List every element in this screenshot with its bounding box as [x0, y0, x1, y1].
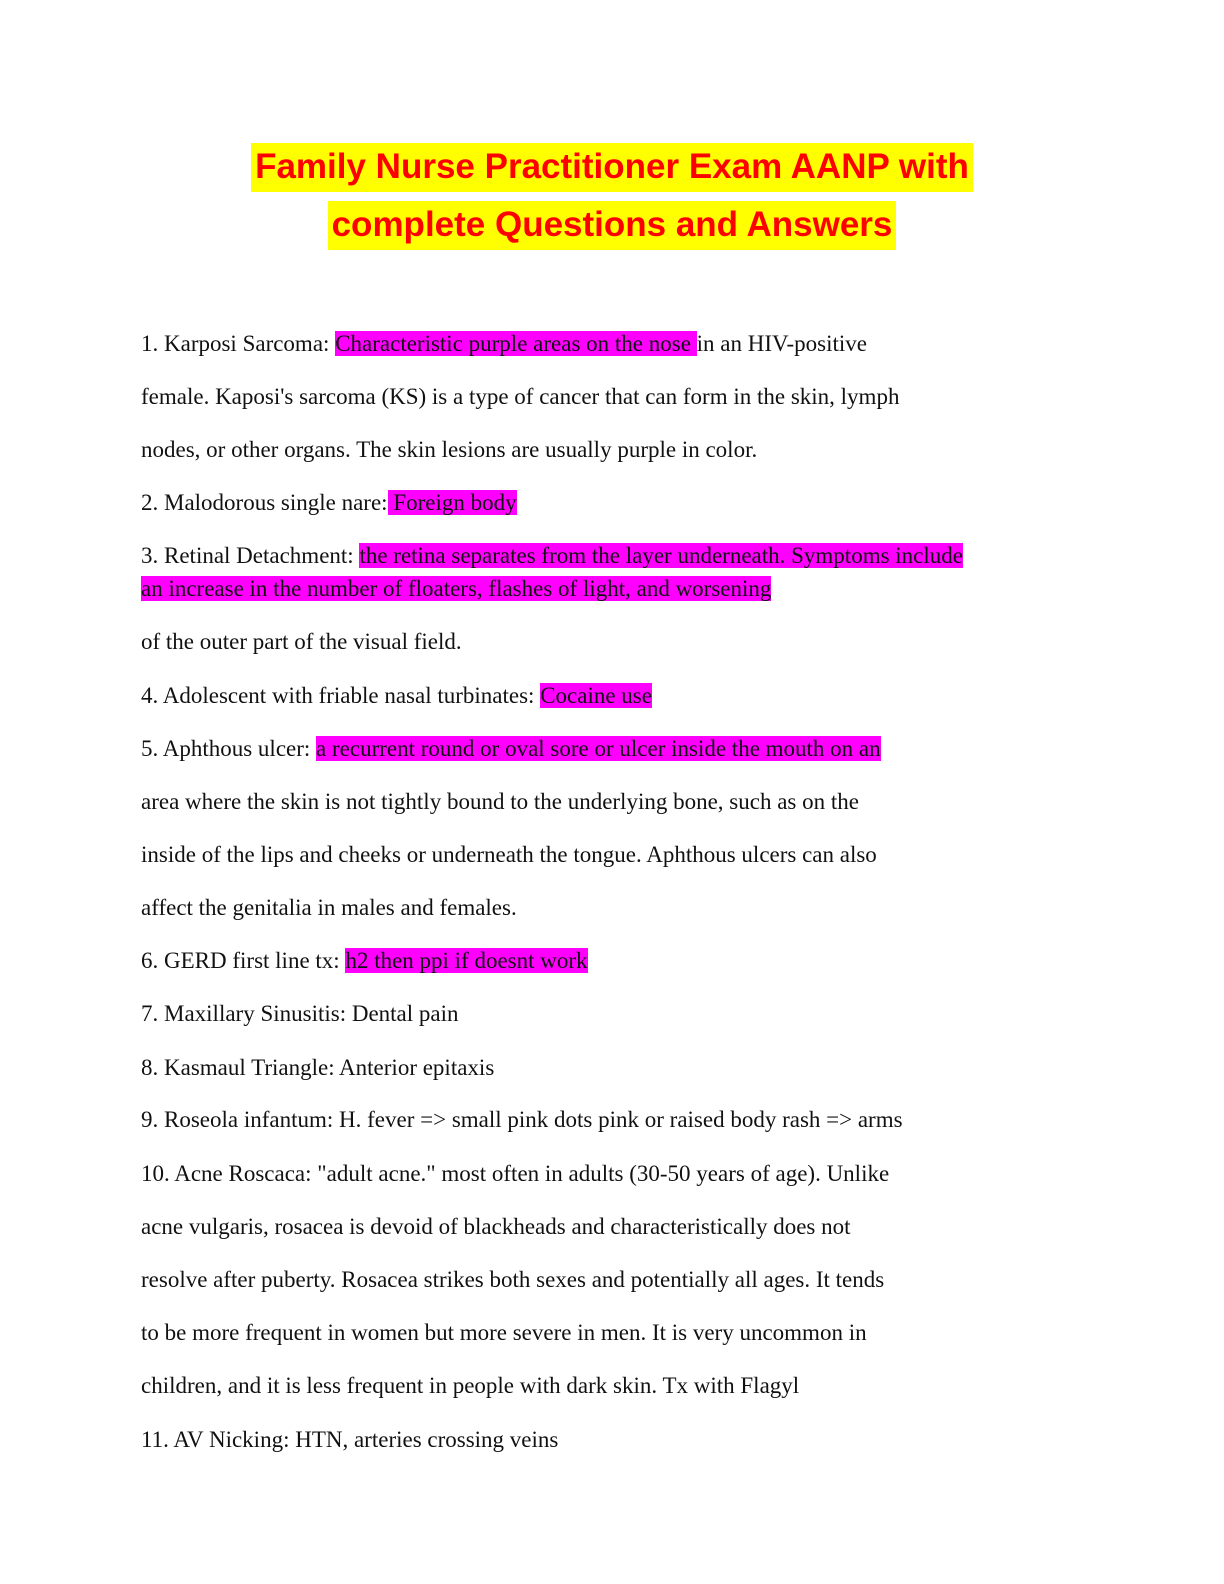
- text-line-12: affect the genitalia in males and female…: [141, 895, 517, 920]
- text-line-18: acne vulgaris, rosacea is devoid of blac…: [141, 1214, 851, 1239]
- answer-highlight: an increase in the number of floaters, f…: [141, 576, 772, 601]
- text-line-10: area where the skin is not tightly bound…: [141, 789, 859, 814]
- text-line-16: 9. Roseola infantum: H. fever => small p…: [141, 1107, 903, 1132]
- answer-highlight: a recurrent round or oval sore or ulcer …: [316, 736, 881, 761]
- text-line-17: 10. Acne Roscaca: "adult acne." most oft…: [141, 1161, 890, 1186]
- text-line-6: an increase in the number of floaters, f…: [141, 574, 772, 604]
- title-line-1: Family Nurse Practitioner Exam AANP with: [251, 143, 973, 192]
- text-line-9: 5. Aphthous ulcer: a recurrent round or …: [141, 736, 881, 761]
- answer-highlight: Cocaine use: [540, 683, 652, 708]
- text-line-14: 7. Maxillary Sinusitis: Dental pain: [141, 1001, 459, 1026]
- text-line-20: to be more frequent in women but more se…: [141, 1320, 867, 1345]
- text-line-21: children, and it is less frequent in peo…: [141, 1373, 800, 1398]
- text-line-15: 8. Kasmaul Triangle: Anterior epitaxis: [141, 1055, 495, 1080]
- text-line-8: 4. Adolescent with friable nasal turbina…: [141, 683, 652, 708]
- title-line-2: complete Questions and Answers: [327, 201, 897, 250]
- text-line-2: female. Kaposi's sarcoma (KS) is a type …: [141, 384, 900, 409]
- text-line-4: 2. Malodorous single nare: Foreign body: [141, 490, 517, 515]
- text-line-22: 11. AV Nicking: HTN, arteries crossing v…: [141, 1427, 559, 1452]
- text-line-1: 1. Karposi Sarcoma: Characteristic purpl…: [141, 331, 868, 356]
- answer-highlight: Foreign body: [387, 490, 517, 515]
- text-line-19: resolve after puberty. Rosacea strikes b…: [141, 1267, 885, 1292]
- text-line-3: nodes, or other organs. The skin lesions…: [141, 437, 758, 462]
- answer-highlight: h2 then ppi if doesnt work: [345, 948, 588, 973]
- text-line-11: inside of the lips and cheeks or underne…: [141, 842, 877, 867]
- text-line-5: 3. Retinal Detachment: the retina separa…: [141, 543, 963, 568]
- answer-highlight: Characteristic purple areas on the nose: [335, 331, 697, 356]
- answer-highlight: the retina separates from the layer unde…: [359, 543, 963, 568]
- text-line-13: 6. GERD first line tx: h2 then ppi if do…: [141, 948, 588, 973]
- document-title: Family Nurse Practitioner Exam AANP with…: [0, 138, 1224, 254]
- text-line-7: of the outer part of the visual field.: [141, 629, 462, 654]
